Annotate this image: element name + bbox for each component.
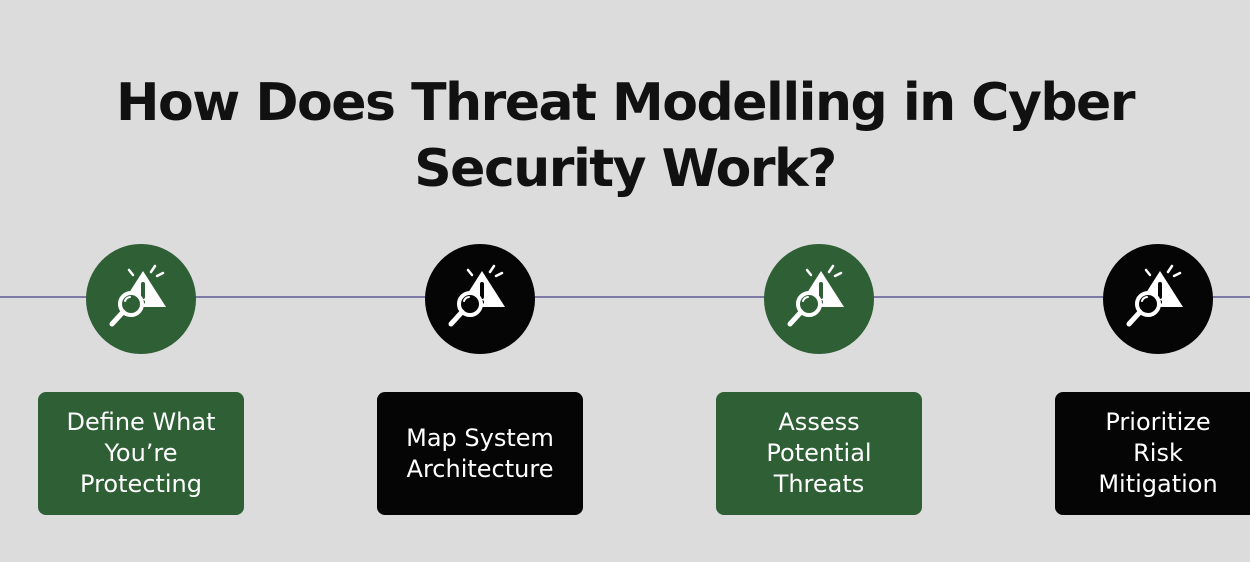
magnifier-warning-icon: [109, 264, 166, 327]
step-3-node: [764, 244, 874, 354]
title-line-1: How Does Threat Modelling in Cyber: [116, 73, 1135, 133]
step-4-label-line-3: Mitigation: [1098, 470, 1218, 498]
magnifier-warning-icon: [787, 264, 844, 327]
step-4-node: [1103, 244, 1213, 354]
magnifier-warning-icon: [1126, 264, 1183, 327]
step-2-card: Map System Architecture: [377, 392, 583, 515]
step-3-card: Assess Potential Threats: [716, 392, 922, 515]
step-3-label-line-3: Threats: [773, 470, 865, 498]
step-1-node: [86, 244, 196, 354]
step-2-node: [425, 244, 535, 354]
page-title: How Does Threat Modelling in Cyber Secur…: [0, 70, 1250, 202]
step-2-label-line-2: Architecture: [406, 454, 554, 483]
step-4-card: Prioritize Risk Mitigation: [1055, 392, 1250, 515]
magnifier-warning-icon: [448, 264, 505, 327]
timeline-line: [0, 296, 1250, 298]
step-3-label-line-1: Assess: [778, 408, 860, 436]
step-1-label-line-3: Protecting: [80, 470, 202, 498]
step-3-label-line-2: Potential: [766, 439, 872, 467]
step-4-label-line-1: Prioritize: [1105, 408, 1211, 436]
step-1-card: Define What You’re Protecting: [38, 392, 244, 515]
step-1-label-line-2: You’re: [104, 439, 178, 467]
title-line-2: Security Work?: [414, 139, 837, 199]
step-2-label-line-1: Map System: [406, 423, 554, 452]
step-1-label-line-1: Define What: [66, 408, 216, 436]
step-4-label-line-2: Risk: [1133, 439, 1183, 467]
